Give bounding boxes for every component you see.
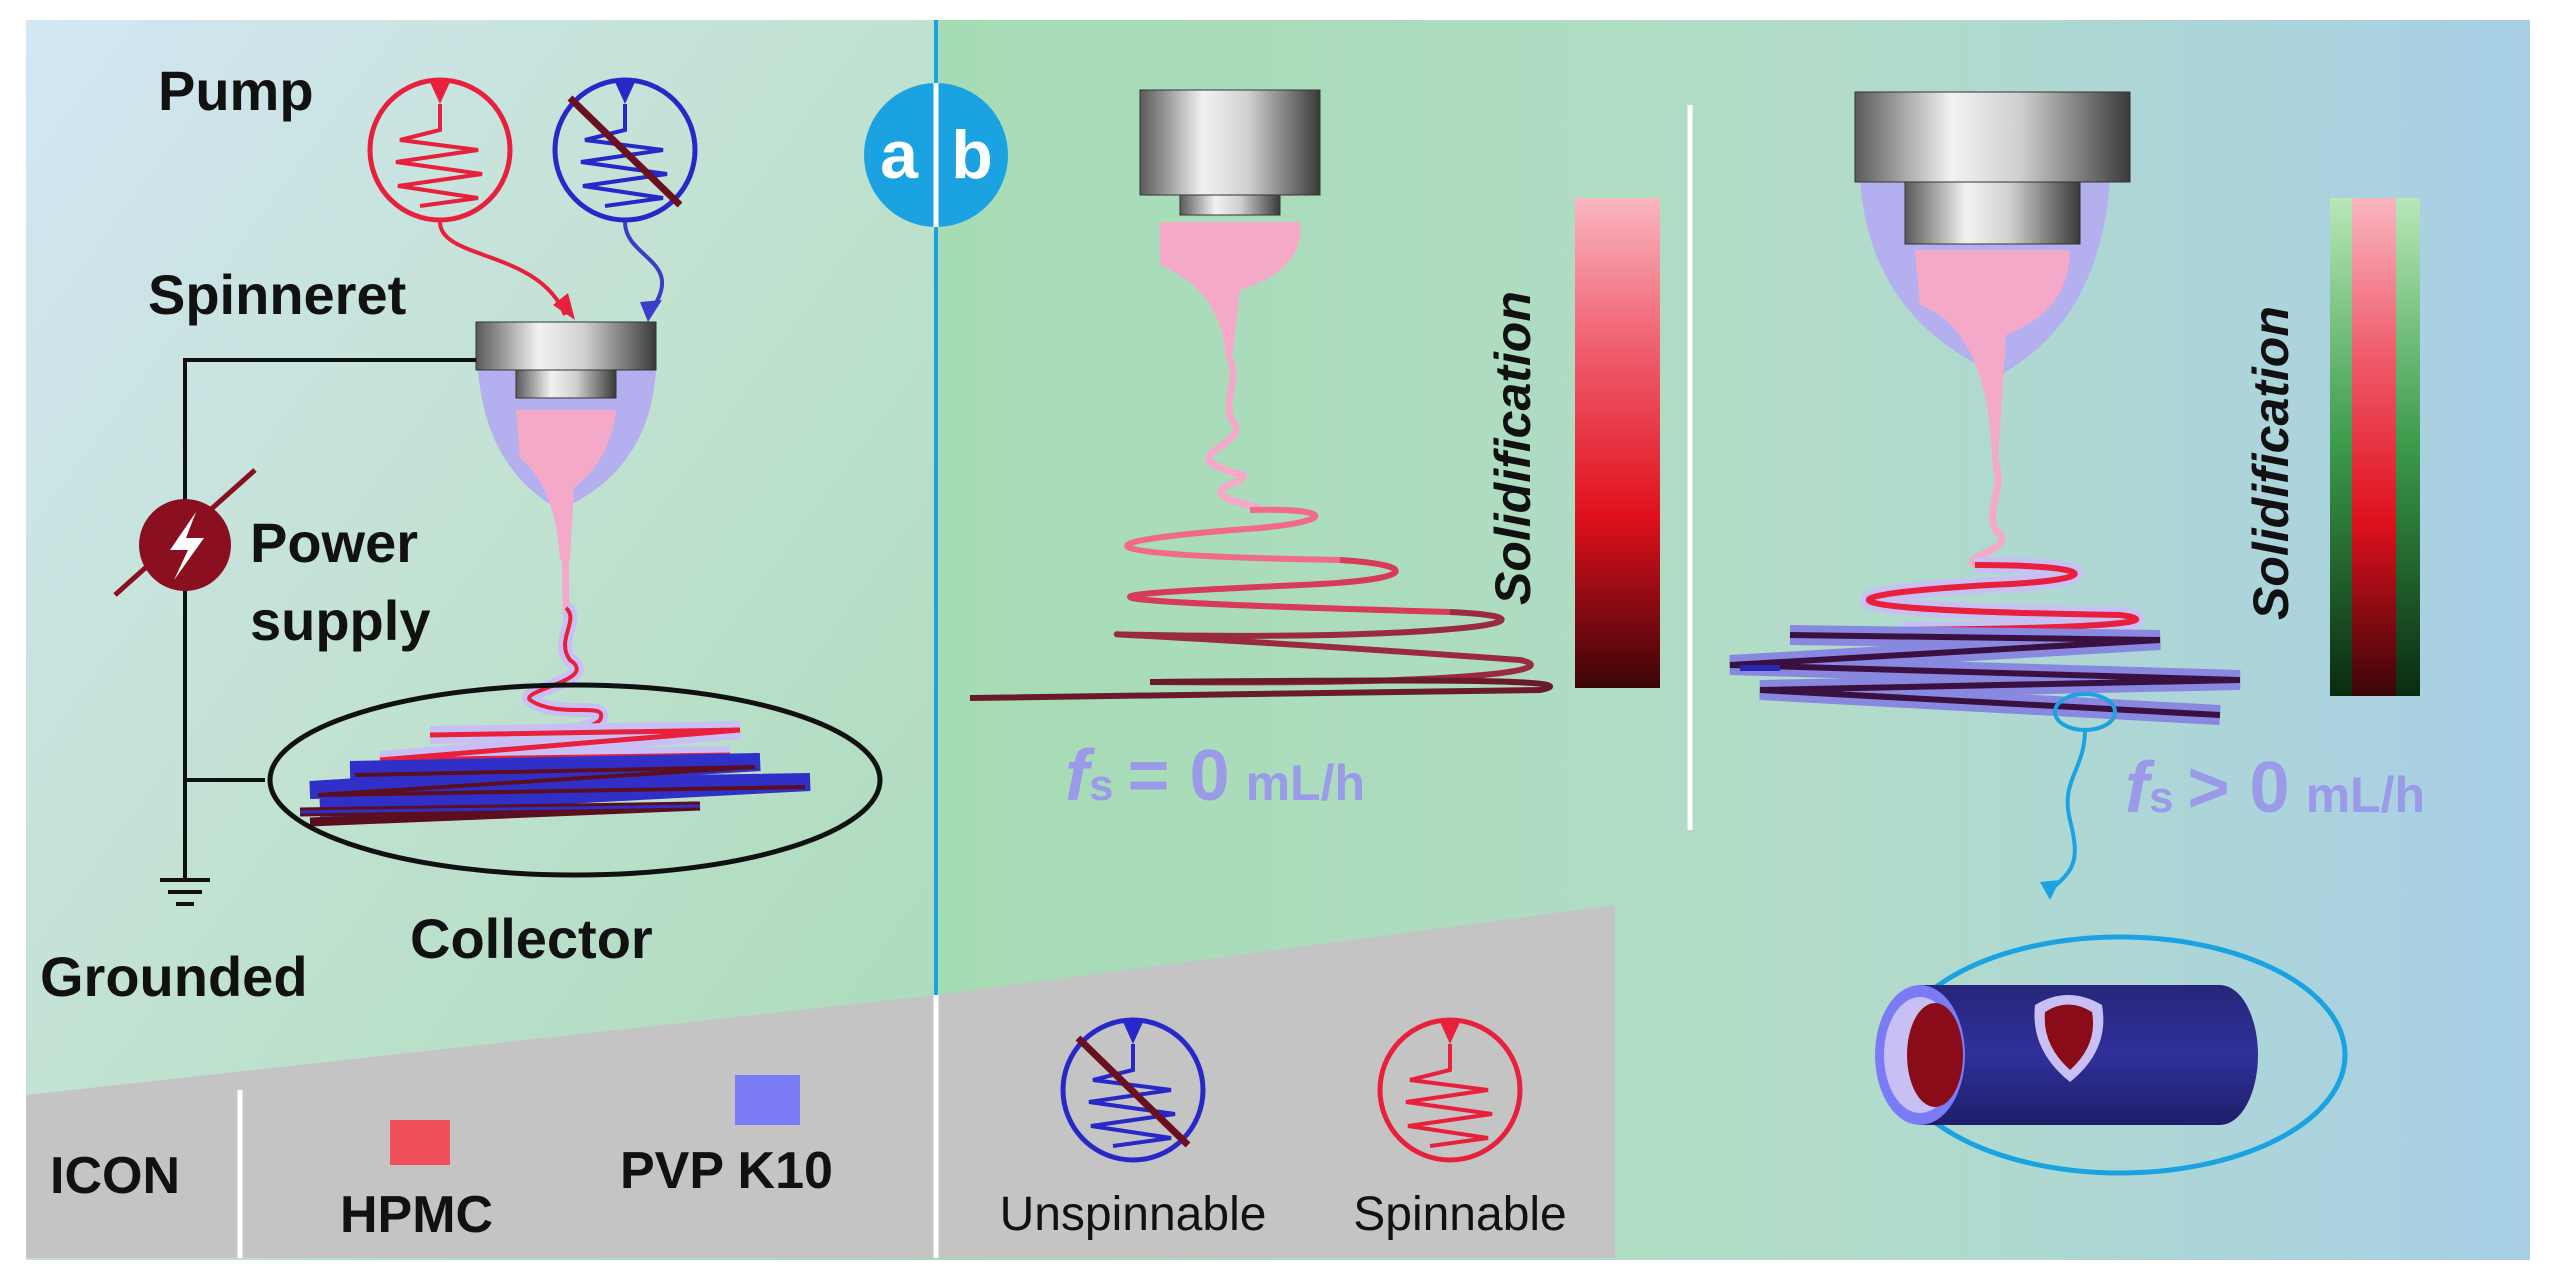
spinneret-label: Spinneret: [148, 263, 406, 326]
pump-label: Pump: [158, 59, 314, 122]
solidification-bar-left: [1575, 198, 1660, 688]
flow-rate-left-unit: mL/h: [1246, 755, 1365, 811]
spinneret-b-left: [1139, 89, 1321, 360]
fiber-coil-b-left: [969, 506, 1553, 701]
jet-b-left: [1205, 358, 1261, 512]
legend-icon-label: ICON: [50, 1147, 180, 1205]
legend-pvp-swatch: [735, 1075, 800, 1125]
legend-spinnable-icon: [1377, 1017, 1523, 1163]
core-shell-fiber-cross-section: [1875, 985, 2258, 1125]
power-supply-label-1: Power: [250, 511, 418, 574]
legend-banner-left: [26, 995, 936, 1258]
red-feed-arrow: [438, 221, 567, 316]
grounded-label: Grounded: [40, 945, 308, 1008]
blue-arrowhead: [640, 300, 662, 322]
flow-rate-right-unit: mL/h: [2306, 767, 2425, 823]
panel-badge: a b: [864, 83, 1008, 227]
blue-feed-arrow: [623, 221, 664, 317]
solidification-label-right: Solidification: [2243, 306, 2299, 620]
legend-spinnable-label: Spinnable: [1353, 1188, 1567, 1241]
legend-unspinnable-icon: [1060, 1017, 1206, 1163]
circuit-wires: [160, 358, 476, 906]
zoom-arrowhead: [2040, 880, 2060, 900]
solidification-label-left: Solidification: [1485, 291, 1541, 605]
badge-a: a: [880, 117, 919, 193]
flow-rate-right-op: > 0: [2187, 748, 2289, 828]
legend-pvp-label: PVP K10: [620, 1142, 833, 1200]
legend-unspinnable-label: Unspinnable: [1000, 1188, 1267, 1241]
collector-plate: [267, 682, 883, 878]
legend-hpmc-label: HPMC: [340, 1186, 493, 1244]
flow-rate-left-sub: s: [1089, 761, 1113, 810]
red-arrowhead: [553, 293, 575, 320]
pump-unspinnable-icon: [552, 77, 698, 223]
zoom-connector: [2048, 729, 2087, 892]
legend-banner-right: [936, 905, 1615, 1258]
collector-label: Collector: [410, 907, 653, 970]
pump-spinnable-icon: [367, 77, 513, 223]
badge-b: b: [951, 117, 993, 193]
fiber-coil-b-right: [1729, 557, 2241, 725]
power-supply-icon: [113, 468, 257, 597]
power-supply-label-2: supply: [250, 589, 430, 652]
flow-rate-right-sub: s: [2149, 773, 2173, 822]
solidification-bar-right: [2330, 198, 2420, 696]
flow-rate-left-op: = 0: [1127, 736, 1229, 816]
collector-deposit: [299, 721, 811, 827]
legend-hpmc-swatch: [390, 1120, 450, 1165]
spinneret-a: [475, 321, 657, 611]
spinneret-b-right: [1854, 91, 2131, 460]
